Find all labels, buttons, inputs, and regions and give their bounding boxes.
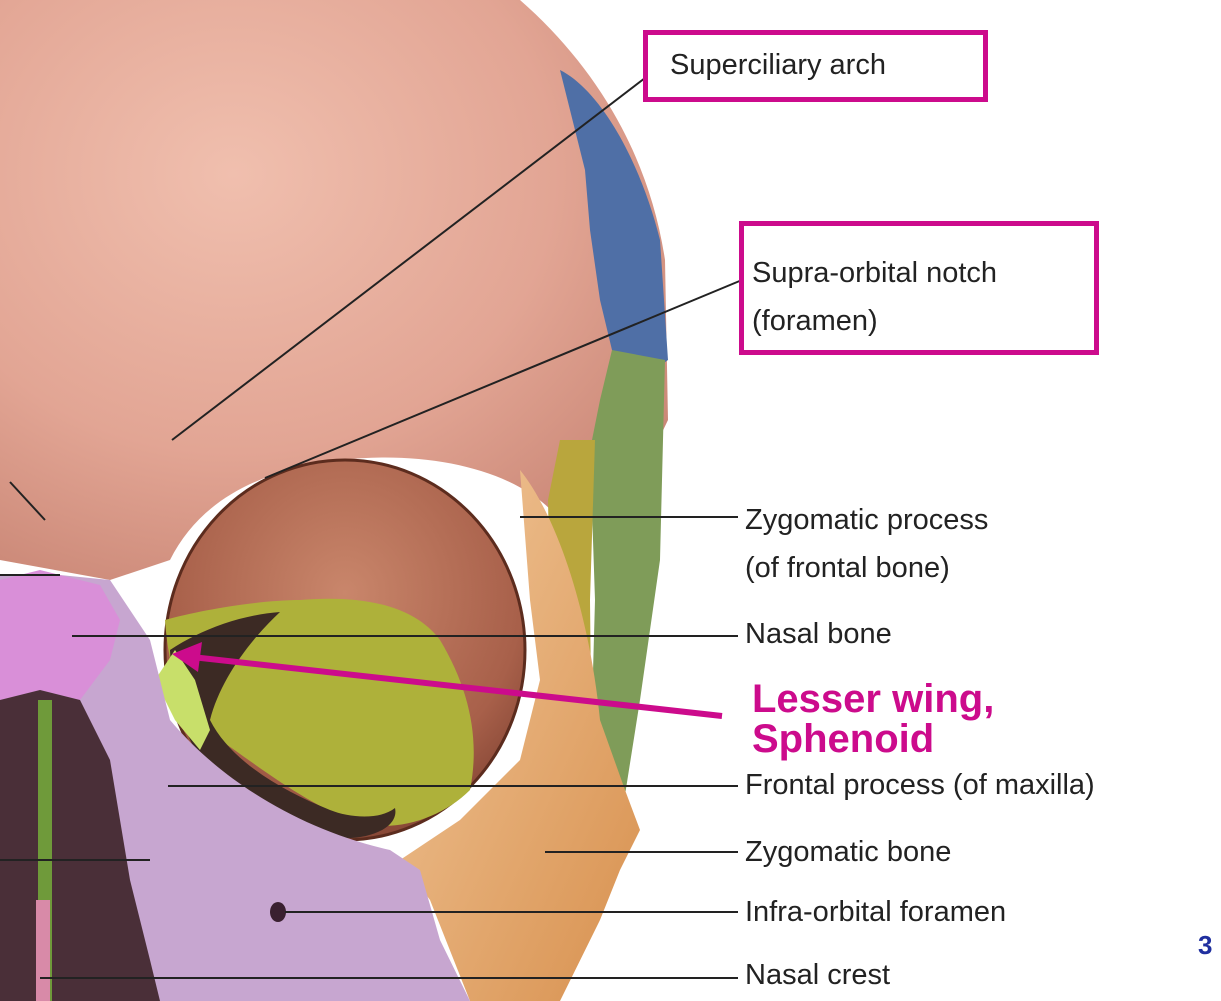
label-supra-orbital-notch-line1: Supra-orbital notch [752,256,997,290]
label-nasal-crest: Nasal crest [745,958,890,992]
label-zygomatic-process-line1: Zygomatic process [745,503,988,537]
page-number: 3 [1198,930,1212,961]
highlight-label-line2: Sphenoid [752,720,934,758]
label-infra-orbital-foramen: Infra-orbital foramen [745,895,1006,929]
label-supra-orbital-notch-line2: (foramen) [752,304,878,338]
label-zygomatic-bone: Zygomatic bone [745,835,951,869]
label-superciliary-arch: Superciliary arch [670,48,886,82]
label-zygomatic-process-line2: (of frontal bone) [745,551,950,585]
label-nasal-bone: Nasal bone [745,617,892,651]
infra-orbital-foramen-mark [270,902,286,922]
nasal-crest-strip [36,900,50,1001]
highlight-label-line1: Lesser wing, [752,680,994,718]
label-frontal-process: Frontal process (of maxilla) [745,768,1095,802]
